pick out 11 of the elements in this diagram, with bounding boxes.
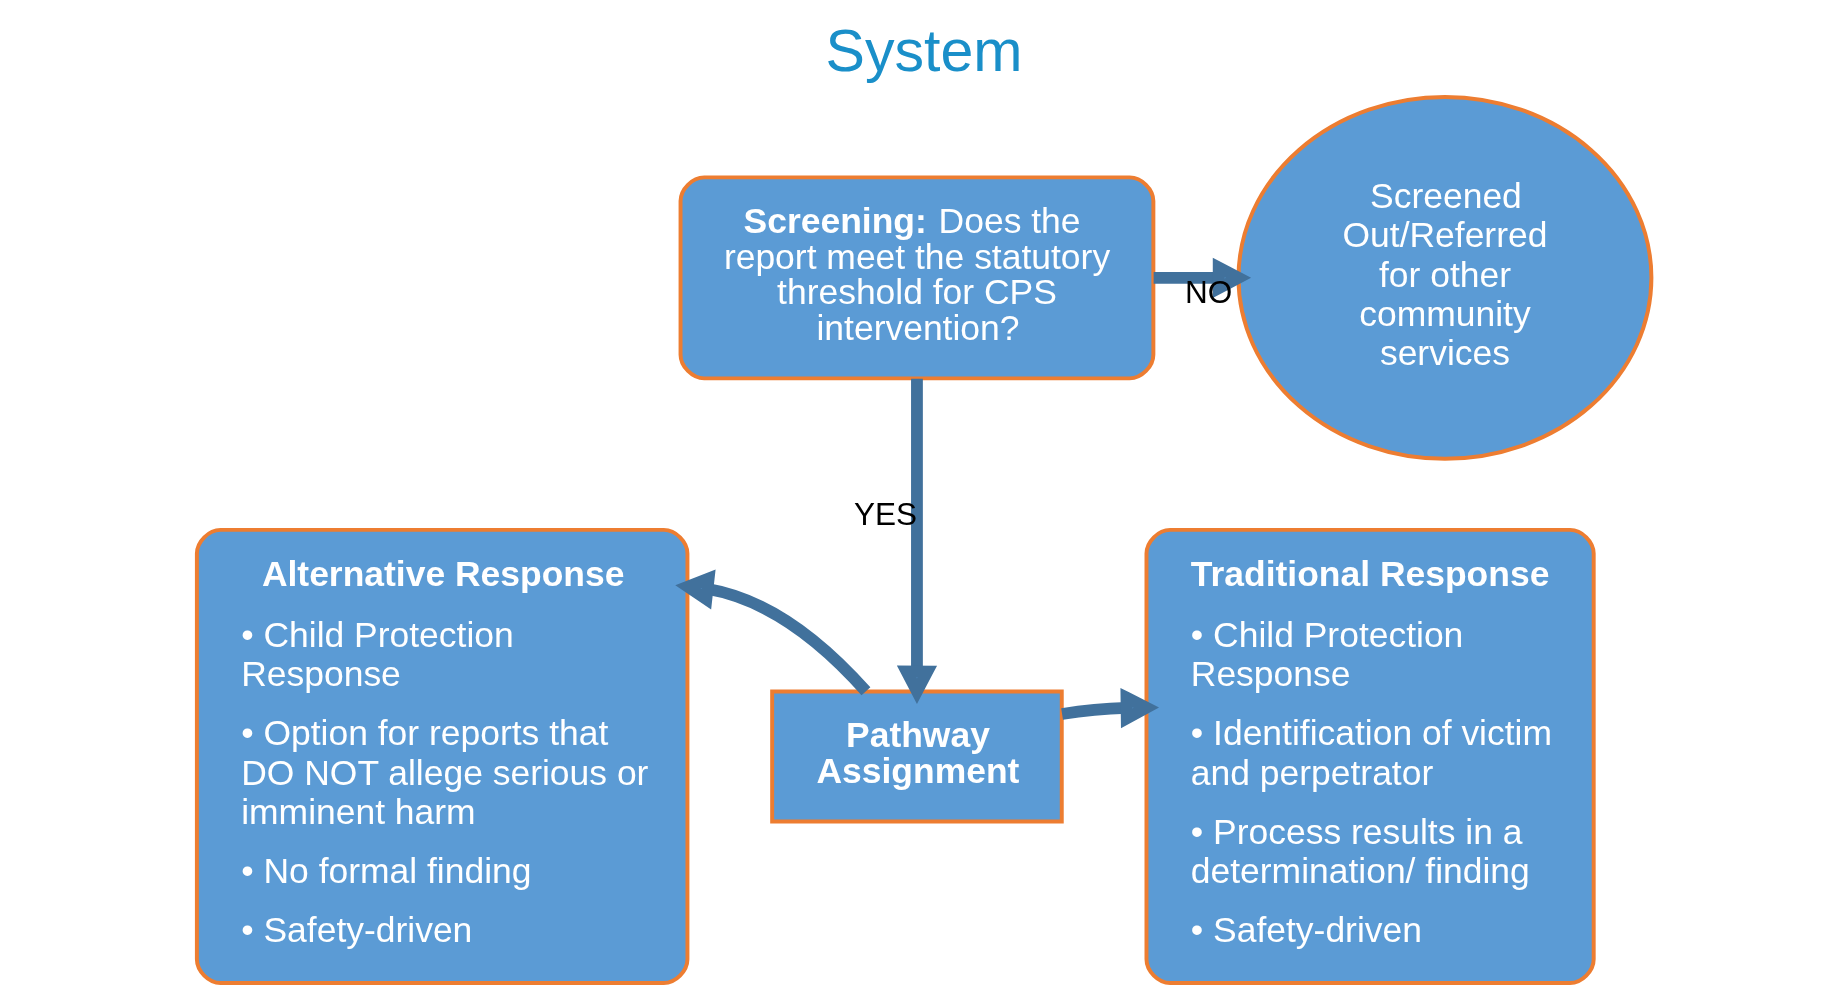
arrow bbox=[1060, 687, 1159, 729]
diagram-title: System bbox=[824, 17, 1023, 85]
node-box: Traditional Response • Child Protection Response • Identification of victim and perpetrator • Process results in a determination/ finding • Safety-driven bbox=[1144, 527, 1596, 985]
node-box: Screening: Does the report meet the statutory threshold for CPS intervention? bbox=[678, 175, 1155, 381]
arrow bbox=[896, 378, 937, 704]
edge-label: NO bbox=[1184, 274, 1232, 311]
node-ellipse: Screened Out/Referred for other community services bbox=[1236, 94, 1653, 461]
arrow bbox=[674, 569, 870, 696]
node-box: Alternative Response • Child Protection Response • Option for reports that DO NOT allege serious or imminent harm • No formal finding • Safety-driven bbox=[194, 527, 689, 985]
arrow bbox=[1153, 257, 1251, 298]
node-box: Pathway Assignment bbox=[769, 689, 1064, 824]
